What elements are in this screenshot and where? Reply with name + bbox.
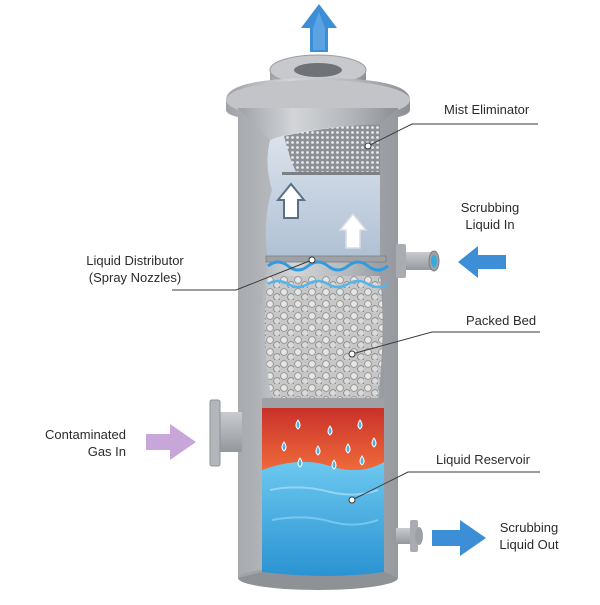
arrow-right-icon (146, 424, 196, 460)
label-packed-bed: Packed Bed (466, 313, 537, 328)
hollow-arrow-up-icon (275, 182, 307, 219)
label-scrubbing-liquid-out: Scrubbing Liquid Out (499, 520, 559, 552)
label-contaminated-gas-in: Contaminated Gas In (45, 427, 126, 459)
label-scrubbing-liquid-in: Scrubbing Liquid In (460, 200, 520, 232)
contaminated-gas-zone (262, 408, 384, 470)
liquid-inlet-nozzle (396, 244, 440, 278)
gas-inlet-nozzle (209, 399, 242, 467)
arrow-up-icon (301, 4, 337, 52)
label-mist-eliminator: Mist Eliminator (444, 102, 530, 117)
liquid-outlet-nozzle (396, 520, 423, 552)
packed-bed-media (264, 276, 383, 400)
callout-lines (172, 123, 540, 501)
spray-distributor (265, 255, 389, 289)
droplet-icon (281, 419, 377, 470)
callout-dots (308, 142, 372, 504)
mist-eliminator-pad (284, 124, 380, 172)
label-liquid-reservoir: Liquid Reservoir (436, 452, 530, 467)
arrow-right-icon (432, 520, 486, 556)
hollow-arrow-up-icon (338, 212, 368, 249)
arrow-left-icon (458, 246, 506, 278)
label-liquid-distributor: Liquid Distributor (Spray Nozzles) (86, 253, 184, 285)
